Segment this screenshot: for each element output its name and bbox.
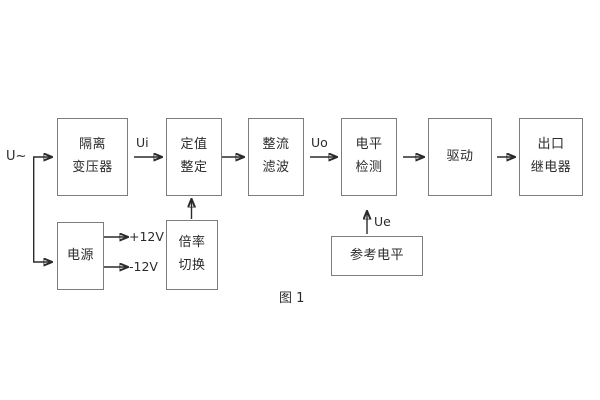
block-line: 检测 <box>355 160 383 175</box>
block-line: 变压器 <box>72 160 113 175</box>
block-drive[interactable]: 驱动 <box>428 118 492 196</box>
block-line: 滤波 <box>262 160 290 175</box>
signal-label-ui: Ui <box>136 135 149 150</box>
block-isolation-transformer[interactable]: 隔离 变压器 <box>57 118 128 196</box>
block-line: 隔离 <box>78 137 106 153</box>
block-line: 倍率 <box>178 235 206 251</box>
rail-label-positive: +12V <box>129 229 164 244</box>
block-line: 整流 <box>262 137 290 153</box>
block-line: 参考电平 <box>349 247 404 263</box>
block-line: 切换 <box>178 258 206 273</box>
block-line: 电源 <box>66 247 94 263</box>
block-line: 整定 <box>180 160 208 175</box>
figure-caption: 图 1 <box>279 291 305 306</box>
block-line: 继电器 <box>530 160 572 175</box>
block-rectify-filter[interactable]: 整流 滤波 <box>248 118 304 196</box>
block-reference-level[interactable]: 参考电平 <box>331 236 423 276</box>
block-multiplier-switch[interactable]: 倍率 切换 <box>166 220 218 290</box>
block-line: 电平 <box>355 137 383 153</box>
input-label: U~ <box>6 149 27 164</box>
block-level-detection[interactable]: 电平 检测 <box>341 118 397 196</box>
signal-label-ue: Ue <box>374 214 391 229</box>
rail-label-negative: -12V <box>129 259 158 274</box>
block-line: 定值 <box>180 137 208 153</box>
block-power-supply[interactable]: 电源 <box>57 222 104 290</box>
block-line: 驱动 <box>446 148 474 164</box>
block-line: 出口 <box>537 137 565 153</box>
signal-label-uo: Uo <box>311 135 328 150</box>
block-output-relay[interactable]: 出口 继电器 <box>519 118 583 196</box>
block-setpoint-setting[interactable]: 定值 整定 <box>166 118 222 196</box>
